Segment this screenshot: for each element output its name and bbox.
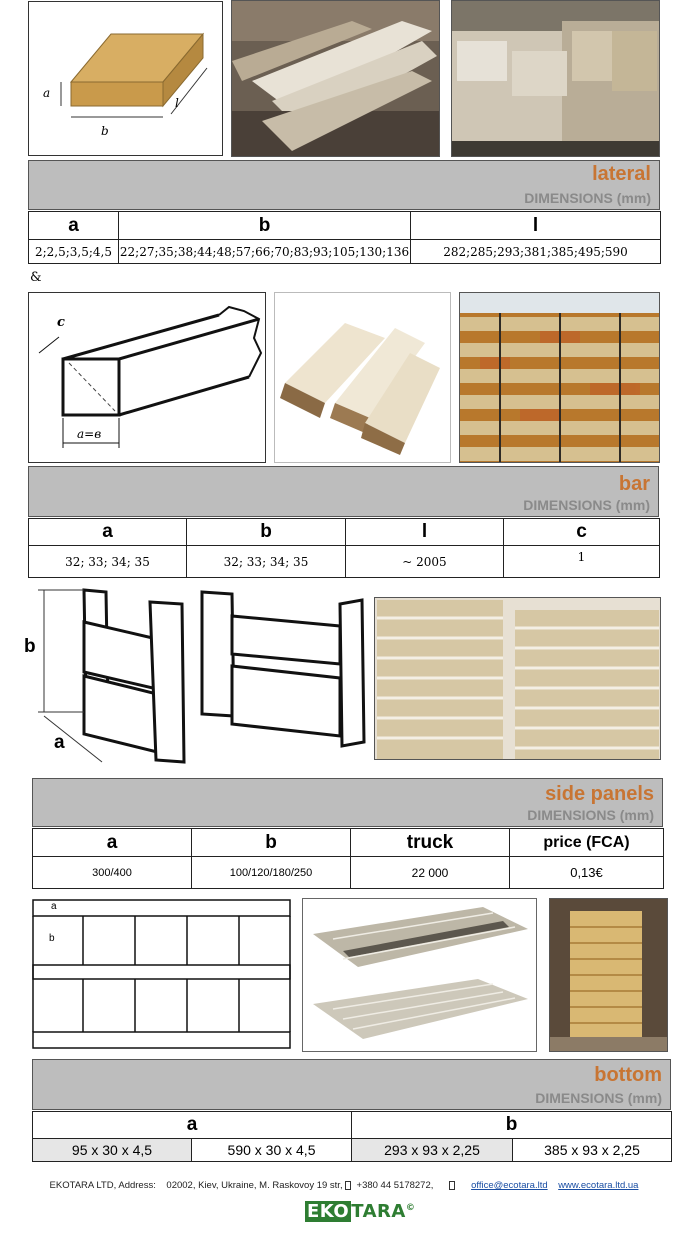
dimensions-label: DIMENSIONS (mm): [523, 497, 650, 513]
mail-icon: [449, 1180, 456, 1190]
col-header-price: price (FCA): [509, 828, 664, 857]
side-panels-table: a b truck price (FCA) 300/400 100/120/18…: [32, 828, 664, 889]
phone-icon: [345, 1180, 352, 1190]
footer-phone: +380 44 5178272,: [356, 1180, 434, 1191]
lateral-table: a b l 2;2,5;3,5;4,5 22;27;35;38;44;48;57…: [28, 211, 661, 264]
value-a-1: 95 x 30 x 4,5: [32, 1138, 192, 1162]
value-l: 282;285;293;381;385;495;590: [410, 239, 661, 264]
value-a: 2;2,5;3,5;4,5: [28, 239, 119, 264]
value-l: ~ 2005: [345, 545, 504, 578]
lateral-diagram: a b l: [28, 1, 223, 156]
side-panel-diagram: b a: [22, 584, 367, 768]
col-header-c: c: [503, 518, 660, 546]
value-truck: 22 000: [350, 856, 510, 889]
bottom-stack-photo: [549, 898, 668, 1052]
diagram-label-b: b: [49, 933, 55, 944]
bar-stack-photo: [459, 292, 660, 463]
bar-sketch: [38, 305, 263, 448]
ampersand: &: [30, 270, 42, 285]
bottom-header: bottom DIMENSIONS (mm): [32, 1059, 671, 1110]
col-header-b: b: [118, 211, 411, 240]
lateral-header: lateral DIMENSIONS (mm): [28, 160, 660, 210]
footer: EKOTARA LTD, Address: 02002, Kiev, Ukrai…: [0, 1180, 688, 1191]
bar-table: a b l c 32; 33; 34; 35 32; 33; 34; 35 ~ …: [28, 518, 660, 578]
diagram-label-a: a: [43, 86, 51, 100]
diagram-label-a: a: [51, 901, 57, 912]
lateral-boards-photo: [231, 0, 440, 157]
footer-email-link[interactable]: office@ecotara.ltd: [471, 1180, 548, 1191]
bar-header: bar DIMENSIONS (mm): [28, 466, 659, 517]
lateral-title: lateral: [592, 163, 651, 185]
side-panels-title: side panels: [545, 783, 654, 805]
value-b: 100/120/180/250: [191, 856, 351, 889]
col-header-a: a: [32, 828, 192, 857]
col-header-l: l: [345, 518, 504, 546]
lateral-pallet-photo: [451, 0, 660, 157]
footer-website-link[interactable]: www.ecotara.ltd.ua: [558, 1180, 639, 1191]
diagram-label-b: b: [101, 124, 109, 138]
side-panel-sketch: [38, 588, 366, 764]
value-a: 300/400: [32, 856, 192, 889]
board-sketch: [60, 32, 208, 118]
value-b-2: 385 x 93 x 2,25: [512, 1138, 673, 1162]
bottom-table: a b 95 x 30 x 4,5 590 x 30 x 4,5 293 x 9…: [31, 1111, 673, 1162]
col-header-truck: truck: [350, 828, 510, 857]
diagram-label-a: a: [54, 732, 65, 753]
value-a-2: 590 x 30 x 4,5: [190, 1138, 353, 1162]
bottom-grid-sketch: [32, 899, 291, 1049]
col-header-a: a: [28, 518, 187, 546]
bottom-panels-photo: [302, 898, 537, 1052]
value-b: 32; 33; 34; 35: [186, 545, 346, 578]
dimensions-label: DIMENSIONS (mm): [527, 807, 654, 823]
bottom-title: bottom: [594, 1064, 662, 1086]
side-panels-photo: [374, 597, 661, 760]
value-b: 22;27;35;38;44;48;57;66;70;83;93;105;130…: [118, 239, 411, 264]
value-c: 1: [503, 545, 660, 578]
col-header-a: a: [28, 211, 119, 240]
col-header-a: a: [31, 1111, 353, 1139]
col-header-b: b: [186, 518, 346, 546]
footer-company: EKOTARA LTD, Address:: [49, 1180, 156, 1191]
bar-blocks-photo: [274, 292, 451, 463]
bottom-diagram: a b: [32, 899, 291, 1051]
value-price: 0,13€: [509, 856, 664, 889]
footer-address: 02002, Kiev, Ukraine, M. Raskovoy 19 str…: [166, 1180, 343, 1191]
col-header-b: b: [351, 1111, 673, 1139]
diagram-label-b: b: [24, 636, 36, 657]
side-panels-header: side panels DIMENSIONS (mm): [32, 778, 663, 827]
bar-diagram: c a=в: [28, 292, 266, 463]
dimensions-label: DIMENSIONS (mm): [524, 190, 651, 206]
col-header-b: b: [191, 828, 351, 857]
value-a: 32; 33; 34; 35: [28, 545, 187, 578]
value-b-1: 293 x 93 x 2,25: [351, 1138, 514, 1162]
diagram-label-c: c: [57, 315, 65, 330]
diagram-label-l: l: [175, 96, 179, 110]
dimensions-label: DIMENSIONS (mm): [535, 1090, 662, 1106]
bar-title: bar: [618, 473, 650, 495]
diagram-label-a-eq-b: a=в: [77, 427, 102, 441]
col-header-l: l: [410, 211, 661, 240]
